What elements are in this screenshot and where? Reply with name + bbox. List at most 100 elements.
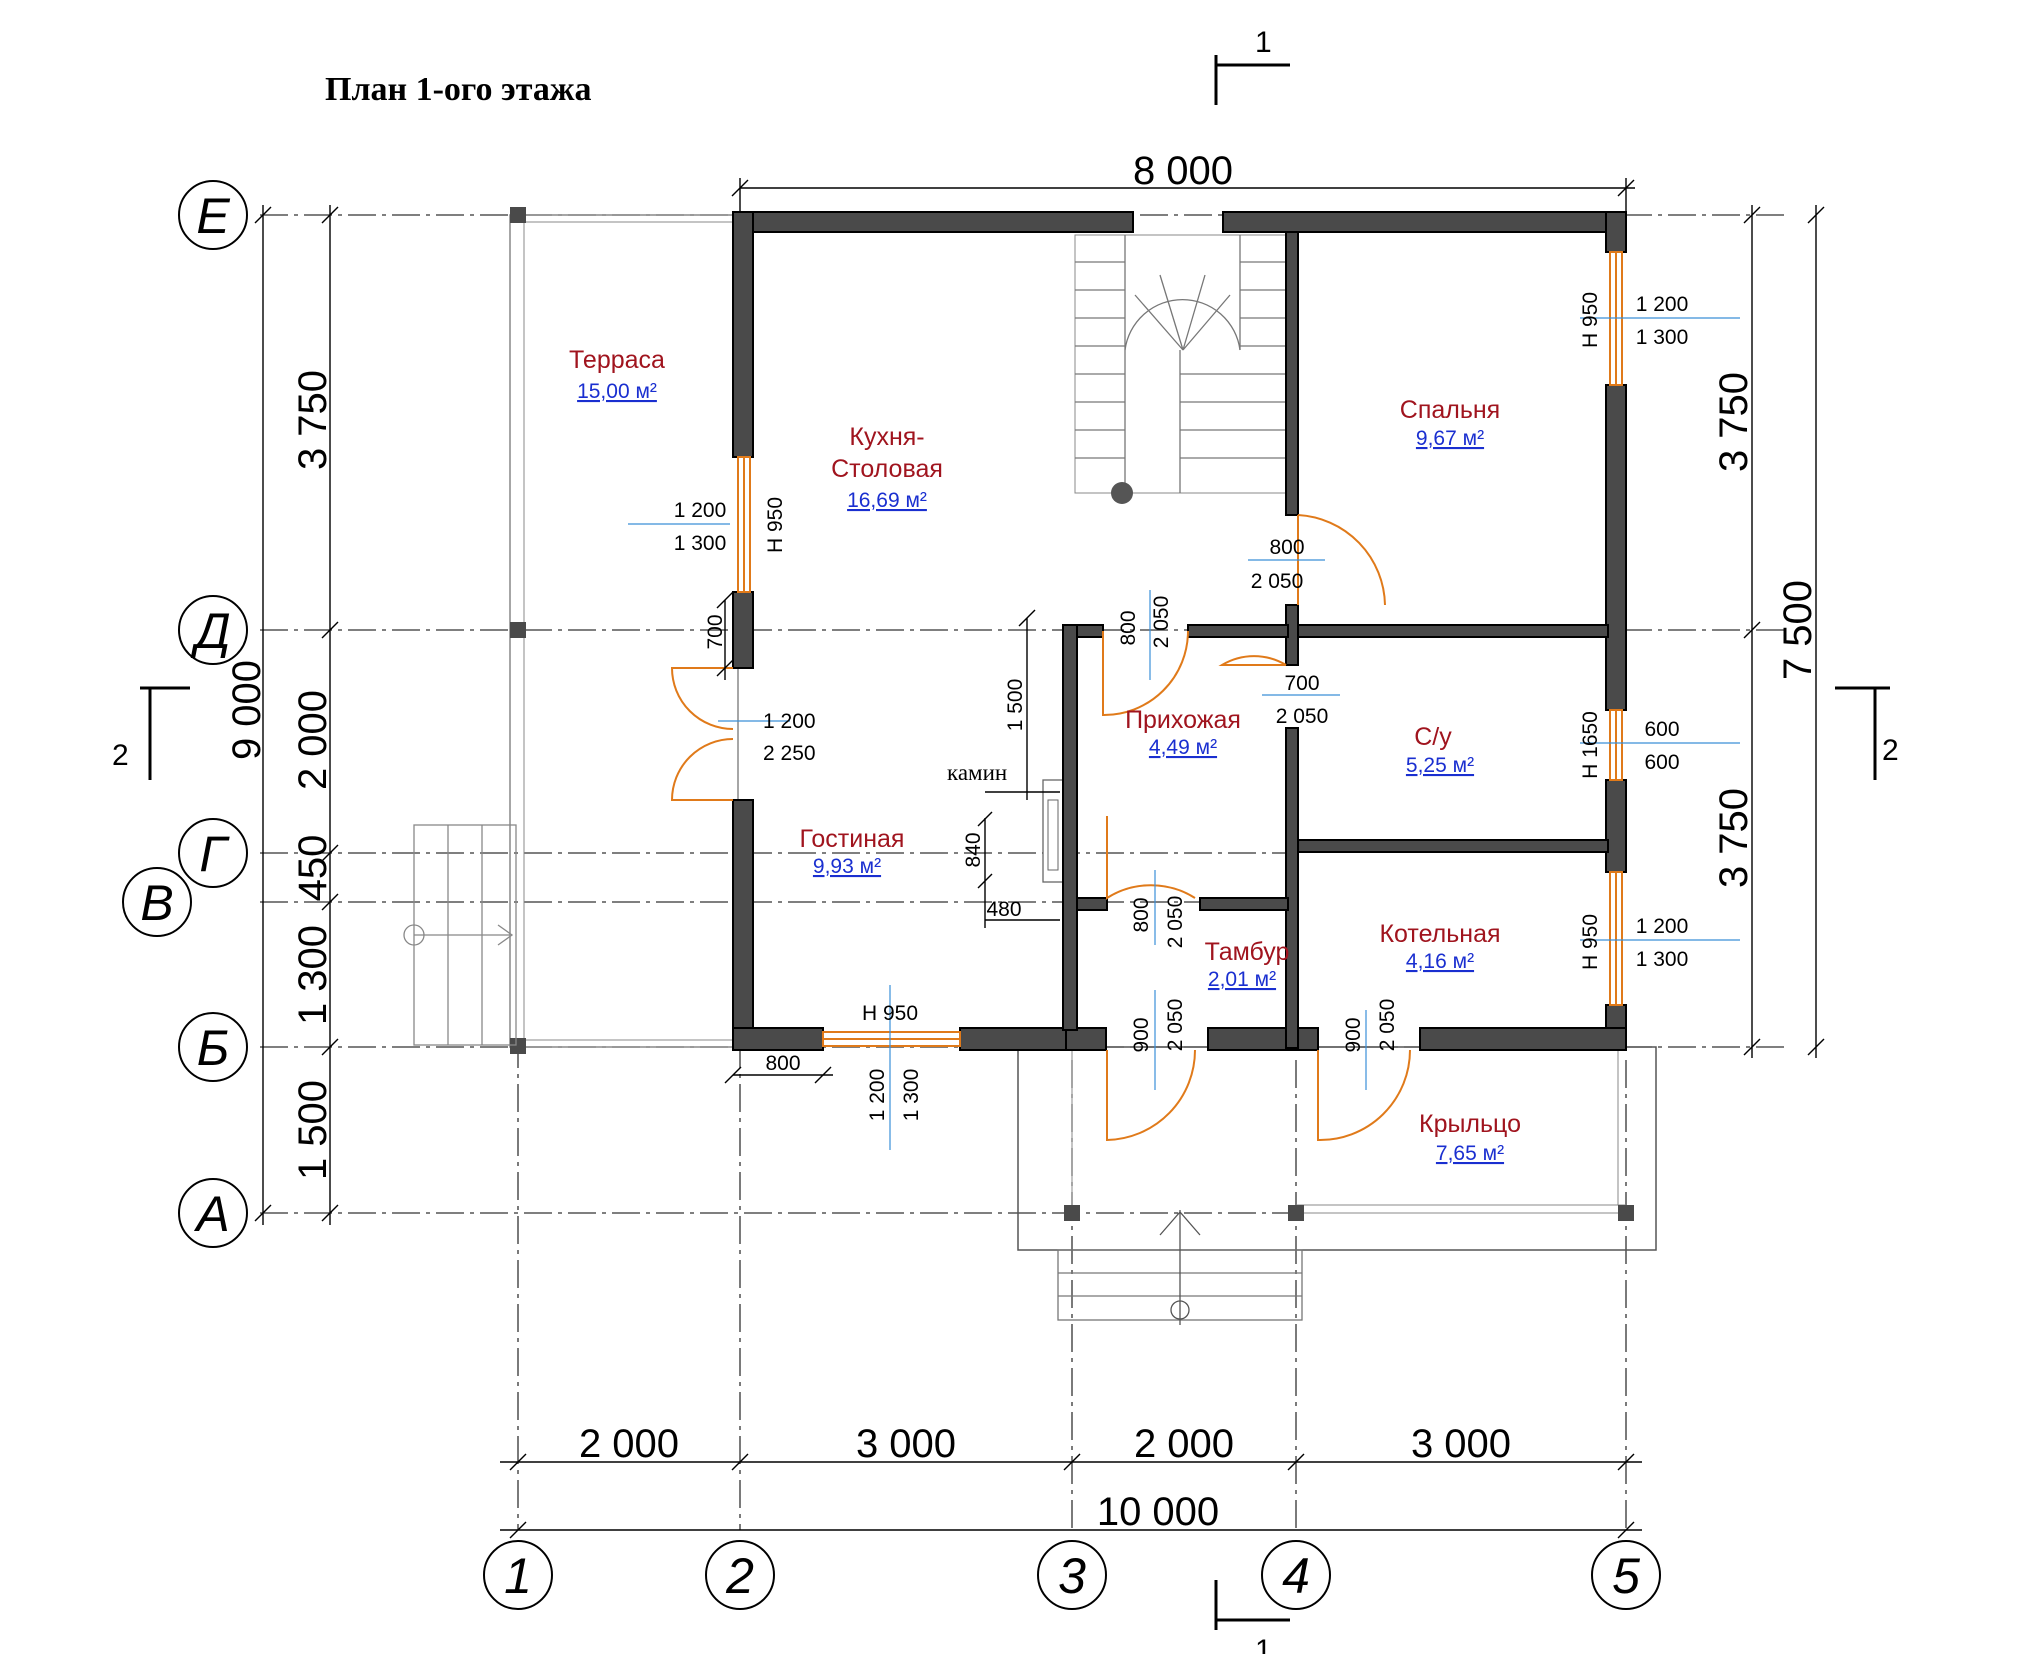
dimension-label: 1 500	[291, 1080, 335, 1180]
dimension-label: 1 200	[1636, 915, 1689, 938]
dimension-label: Н 950	[862, 1002, 918, 1025]
room-living-area: 9,93 м²	[813, 855, 881, 878]
dimension-label: 1 300	[900, 1069, 923, 1122]
dimension-label: 1 200	[763, 710, 816, 733]
dimension-label: 10 000	[1097, 1490, 1219, 1534]
plan-title: План 1-ого этажа	[325, 71, 592, 108]
dimension-label: 2 050	[1276, 705, 1329, 728]
room-hall-area: 4,49 м²	[1149, 736, 1217, 759]
staircase	[1074, 234, 1290, 504]
room-wc-area: 5,25 м²	[1406, 754, 1474, 777]
leader-lines	[628, 317, 1740, 1150]
dimension-label: 3 750	[1712, 372, 1756, 472]
dimension-label: 800	[1130, 897, 1153, 932]
dimension-label: 480	[986, 898, 1021, 921]
dimension-label: 450	[291, 835, 335, 902]
dimension-label: 2 000	[291, 690, 335, 790]
dimension-label: 1 300	[291, 925, 335, 1025]
room-kitchen-name-1: Кухня-	[849, 423, 924, 451]
axis-label-D: Д	[190, 603, 230, 659]
room-boiler-area: 4,16 м²	[1406, 950, 1474, 973]
room-bedroom-name: Спальня	[1400, 396, 1500, 424]
dimension-label: 2 050	[1164, 896, 1187, 949]
dimension-label: 3 750	[291, 370, 335, 470]
dimension-label: Н 950	[1579, 914, 1602, 970]
dimension-label: Н 950	[764, 497, 787, 553]
room-bedroom-area: 9,67 м²	[1416, 427, 1484, 450]
opening-labels: 1 200 1 300 Н 950 1 200 1 300 Н 950 600 …	[674, 292, 1689, 1121]
axis-label-G: Г	[199, 826, 230, 882]
room-living-name: Гостиная	[800, 825, 905, 853]
left-dimensions: 9 000 3 750 2 000 450 1 300 1 500	[225, 205, 339, 1225]
room-labels: Терраса 15,00 м² Кухня- Столовая 16,69 м…	[569, 346, 1521, 1165]
walls	[732, 211, 1627, 1051]
room-porch-name: Крыльцо	[1419, 1110, 1521, 1138]
room-kitchen-name-2: Столовая	[831, 455, 943, 483]
dimension-label: Н 950	[1579, 292, 1602, 348]
dimension-label: 700	[1284, 672, 1319, 695]
dimension-label: 3 000	[1411, 1422, 1511, 1466]
fireplace: камин 840 480	[947, 760, 1064, 928]
section-mark-2-left: 2	[112, 686, 190, 780]
dimension-label: 600	[1644, 751, 1679, 774]
axis-label-E: Е	[196, 188, 230, 244]
dimension-label: 2	[112, 739, 129, 772]
section-mark-1-top: 1	[1214, 26, 1290, 105]
dimension-label: 1 300	[1636, 326, 1689, 349]
room-tambour-area: 2,01 м²	[1208, 968, 1276, 991]
room-hall-name: Прихожая	[1125, 706, 1241, 734]
room-terrace-area: 15,00 м²	[577, 380, 657, 403]
dimension-label: 8 000	[1133, 149, 1233, 193]
top-dimension: 8 000	[731, 149, 1635, 215]
dimension-label: 2 250	[763, 742, 816, 765]
dimension-label: 1	[1255, 26, 1272, 59]
axis-label-5: 5	[1612, 1548, 1640, 1604]
room-terrace-name: Терраса	[569, 346, 665, 374]
bottom-dimensions: 2 000 3 000 2 000 3 000 10 000	[500, 1422, 1642, 1539]
axis-label-V: В	[140, 875, 173, 931]
dimension-label: 800	[765, 1052, 800, 1075]
dimension-label: 2 000	[579, 1422, 679, 1466]
dimension-label: 2 050	[1164, 999, 1187, 1052]
dimension-label: 1 300	[674, 532, 727, 555]
dimension-label: 7 500	[1776, 580, 1820, 680]
fireplace-dimension-1500: 1 500	[1004, 609, 1036, 800]
room-tambour-name: Тамбур	[1205, 938, 1290, 966]
dimension-label: 1 500	[1004, 679, 1027, 732]
dimension-label: 800	[1269, 536, 1304, 559]
axis-label-B: Б	[197, 1020, 230, 1076]
dimension-label: 1 200	[674, 499, 727, 522]
dimension-label: 1 200	[866, 1069, 889, 1122]
dimension-label: 9 000	[225, 660, 269, 760]
dimension-label: 2 050	[1150, 596, 1173, 649]
axis-label-1: 1	[504, 1548, 532, 1604]
room-boiler-name: Котельная	[1379, 920, 1500, 948]
dimension-label: 3 750	[1712, 788, 1756, 888]
section-mark-1-bottom: 1	[1214, 1580, 1290, 1654]
dimension-label: 2 050	[1376, 999, 1399, 1052]
room-wc-name: С/у	[1414, 723, 1452, 751]
dimension-label: 840	[962, 832, 985, 867]
dimension-label: 3 000	[856, 1422, 956, 1466]
dimension-label: Н 1650	[1579, 711, 1602, 779]
dimension-label: 1	[1255, 1634, 1272, 1654]
section-mark-2-right: 2	[1835, 686, 1899, 780]
dimension-label: 1 300	[1636, 948, 1689, 971]
dimension-label: 900	[1130, 1017, 1153, 1052]
room-porch-area: 7,65 м²	[1436, 1142, 1504, 1165]
axis-label-3: 3	[1058, 1548, 1086, 1604]
dimension-label: 1 200	[1636, 293, 1689, 316]
room-kitchen-area: 16,69 м²	[847, 489, 927, 512]
dimension-label: 2	[1882, 734, 1899, 767]
dimension-label: 800	[1117, 610, 1140, 645]
axis-label-4: 4	[1282, 1548, 1310, 1604]
right-dimensions: 3 750 3 750 7 500	[1712, 205, 1825, 1058]
dimension-label: 600	[1644, 718, 1679, 741]
doors	[670, 514, 1411, 1142]
dimension-label: 900	[1342, 1017, 1365, 1052]
axis-bubbles-letters: Е Д Г В Б А	[122, 180, 248, 1248]
windows	[737, 251, 1623, 1047]
dimension-label: 2 050	[1251, 570, 1304, 593]
axis-label-A: А	[193, 1186, 229, 1242]
